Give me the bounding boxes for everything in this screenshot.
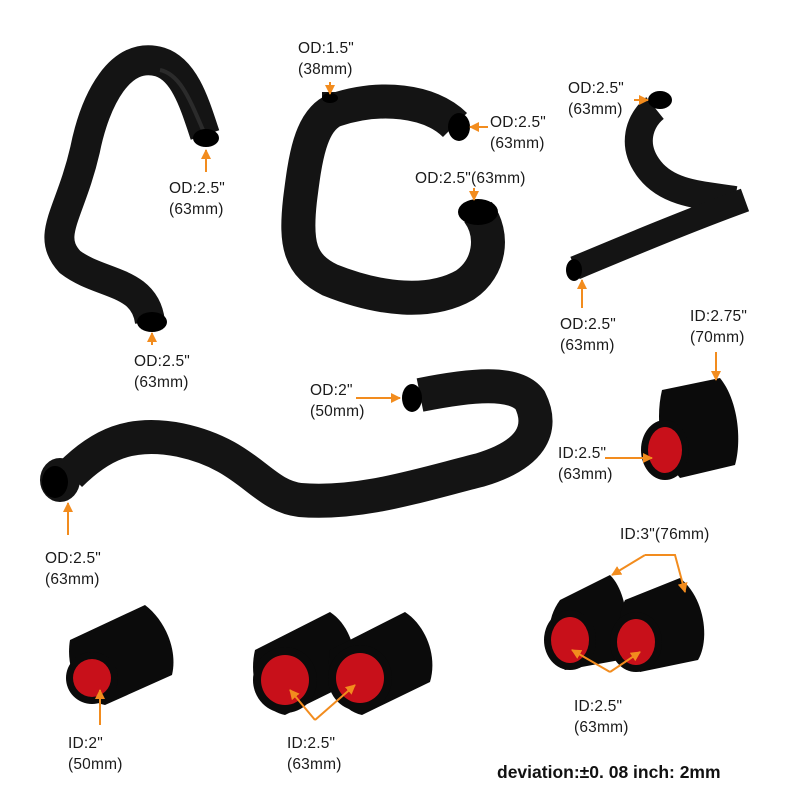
label-pipe2-bottom: OD:2.5"(63mm) [415, 170, 526, 187]
label-pair-small: ID:2.5" (63mm) [574, 698, 629, 736]
label-reducer-big: ID:2.75" (70mm) [690, 308, 748, 346]
intercooler-pipe-4 [40, 369, 553, 518]
label-coupler-pair: ID:2.5" (63mm) [287, 735, 342, 773]
label-pipe4-start: OD:2.5" (63mm) [45, 550, 102, 588]
label-coupler-small: ID:2" (50mm) [68, 735, 123, 773]
label-pipe3-bottom: OD:2.5" (63mm) [560, 316, 617, 354]
label-pipe1-bottom: OD:2.5" (63mm) [134, 353, 191, 391]
label-pair-big: ID:3"(76mm) [620, 526, 710, 543]
silicone-coupler-2in [66, 605, 174, 705]
intercooler-pipe-3 [566, 91, 750, 281]
intercooler-pipe-1 [44, 45, 220, 332]
label-pipe3-top: OD:2.5" (63mm) [568, 80, 625, 118]
callout-arrows [63, 82, 721, 725]
silicone-reducer-coupler [641, 378, 739, 480]
silicone-reducer-pair [544, 575, 705, 672]
label-pipe2-stub: OD:1.5" (38mm) [298, 40, 355, 78]
label-pipe2-right: OD:2.5" (63mm) [490, 114, 547, 152]
deviation-note: deviation:±0. 08 inch: 2mm [497, 762, 721, 782]
label-pipe1-top: OD:2.5" (63mm) [169, 180, 226, 218]
label-pipe4-end: OD:2" (50mm) [310, 382, 365, 420]
silicone-coupler-pair [253, 612, 433, 715]
intercooler-pipe-2 [281, 84, 505, 315]
label-reducer-small: ID:2.5" (63mm) [558, 445, 613, 483]
